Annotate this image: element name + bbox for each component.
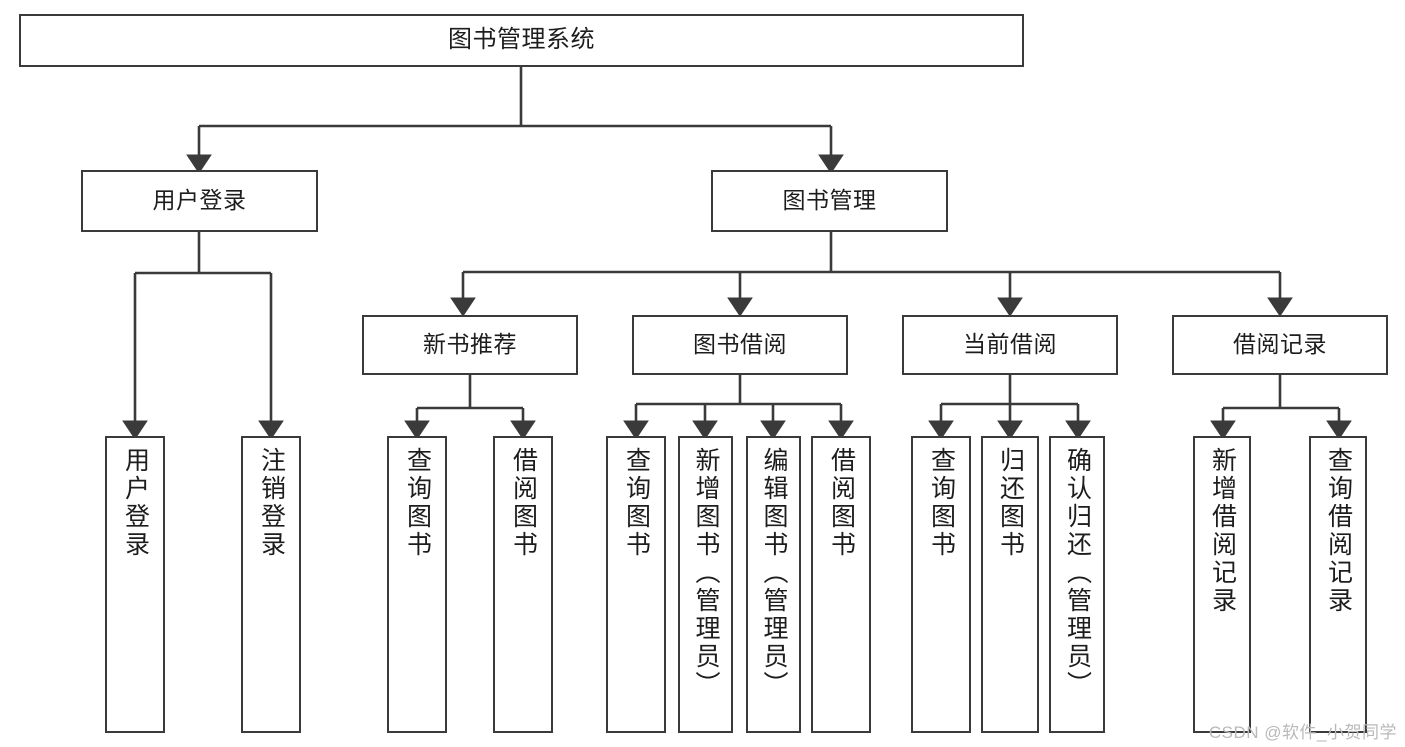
- node-leaf-query-book-recommend[interactable]: 查询图书: [387, 436, 447, 733]
- node-label: 新书推荐: [423, 331, 517, 358]
- node-label: 新增借阅记录: [1208, 447, 1237, 615]
- node-label: 借阅记录: [1233, 331, 1327, 358]
- node-label: 图书管理系统: [448, 26, 595, 54]
- node-leaf-return-book[interactable]: 归还图书: [981, 436, 1039, 733]
- node-book-management[interactable]: 图书管理: [711, 170, 948, 232]
- node-leaf-borrow-book[interactable]: 借阅图书: [811, 436, 871, 733]
- node-label: 用户登录: [152, 187, 247, 214]
- node-current-borrow[interactable]: 当前借阅: [902, 315, 1118, 375]
- watermark: CSDN @软件_小贺同学: [1208, 723, 1397, 742]
- node-label: 图书借阅: [693, 331, 787, 358]
- node-leaf-query-borrow-record[interactable]: 查询借阅记录: [1309, 436, 1367, 733]
- node-label: 查询图书: [403, 447, 432, 559]
- node-book-borrow[interactable]: 图书借阅: [632, 315, 848, 375]
- node-leaf-add-book-admin[interactable]: 新增图书（管理员）: [678, 436, 733, 733]
- node-user-login[interactable]: 用户登录: [81, 170, 318, 232]
- node-leaf-query-book-borrow[interactable]: 查询图书: [606, 436, 666, 733]
- node-borrow-record[interactable]: 借阅记录: [1172, 315, 1388, 375]
- node-leaf-confirm-return-admin[interactable]: 确认归还（管理员）: [1049, 436, 1105, 733]
- node-label: 图书管理: [782, 187, 877, 214]
- node-leaf-borrow-book-recommend[interactable]: 借阅图书: [493, 436, 553, 733]
- node-leaf-add-borrow-record[interactable]: 新增借阅记录: [1193, 436, 1251, 733]
- node-label: 借阅图书: [827, 447, 856, 559]
- node-label: 借阅图书: [509, 447, 538, 559]
- node-leaf-user-login[interactable]: 用户登录: [105, 436, 165, 733]
- node-new-book-recommend[interactable]: 新书推荐: [362, 315, 578, 375]
- node-label: 编辑图书（管理员）: [760, 447, 788, 699]
- node-leaf-logout-login[interactable]: 注销登录: [241, 436, 301, 733]
- node-label: 查询借阅记录: [1324, 447, 1353, 615]
- node-label: 查询图书: [622, 447, 651, 559]
- node-label: 查询图书: [927, 447, 956, 559]
- node-leaf-edit-book-admin[interactable]: 编辑图书（管理员）: [746, 436, 801, 733]
- node-label: 注销登录: [257, 447, 286, 559]
- node-leaf-query-book-current[interactable]: 查询图书: [911, 436, 971, 733]
- node-label: 确认归还（管理员）: [1063, 447, 1092, 699]
- node-root-book-management-system[interactable]: 图书管理系统: [19, 14, 1024, 67]
- node-label: 新增图书（管理员）: [692, 447, 720, 699]
- node-label: 归还图书: [996, 447, 1025, 559]
- node-label: 当前借阅: [963, 331, 1057, 358]
- node-label: 用户登录: [121, 447, 150, 559]
